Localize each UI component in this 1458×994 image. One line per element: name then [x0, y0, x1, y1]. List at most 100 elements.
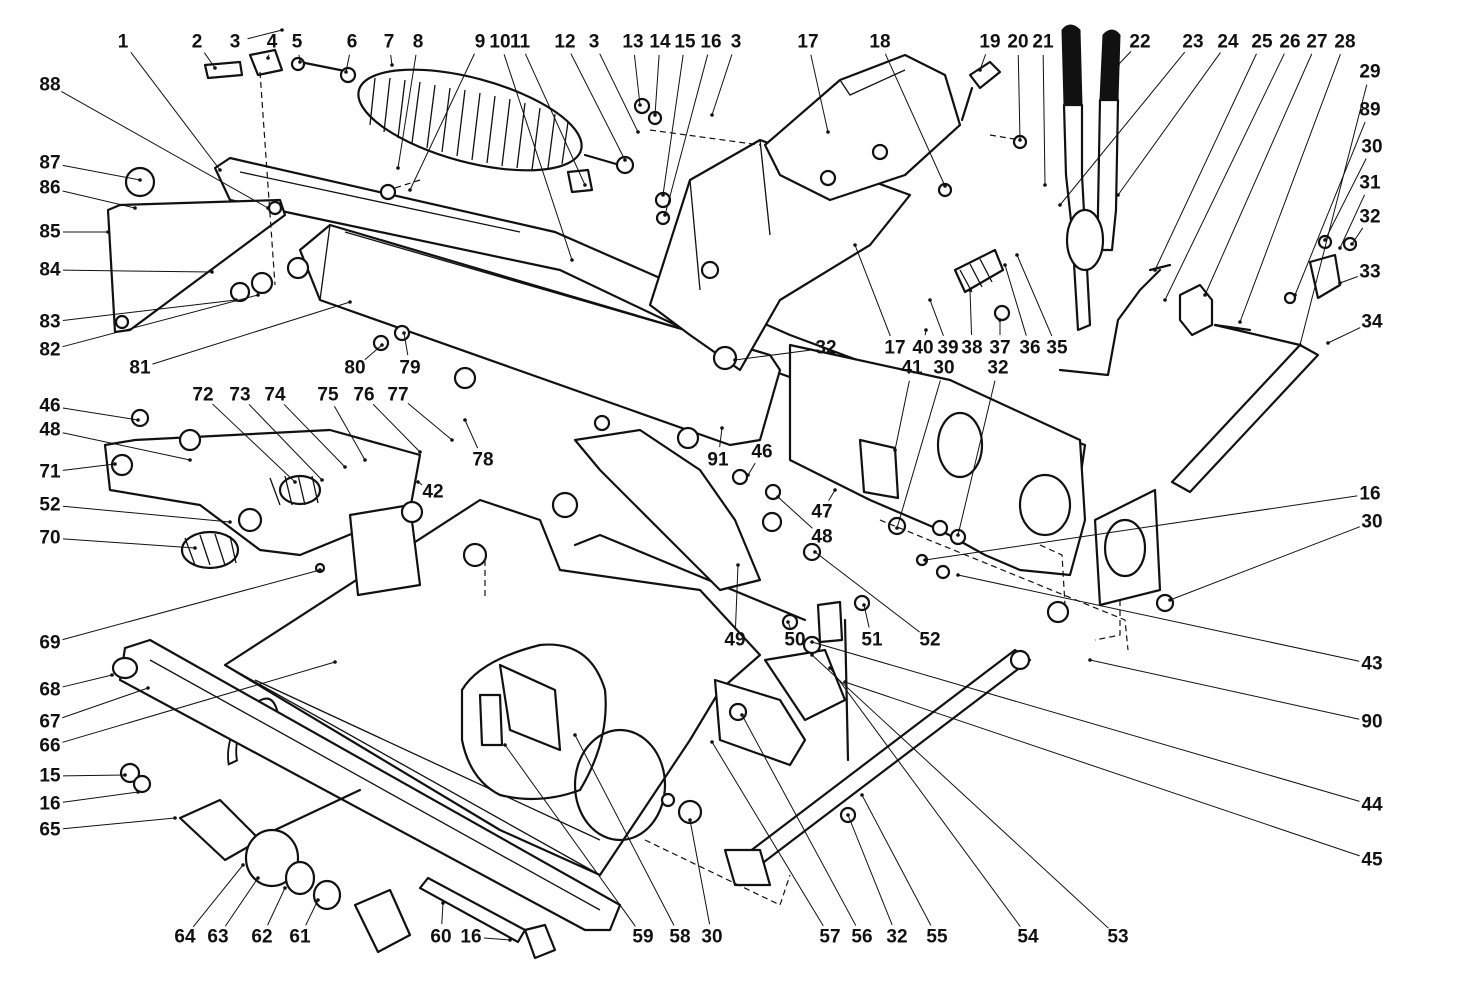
- return-spring: [953, 248, 1005, 294]
- callout-number: 51: [861, 630, 883, 651]
- callout-49: 49: [724, 563, 746, 651]
- callout-34: 34: [1326, 312, 1383, 345]
- leader-line: [397, 54, 417, 169]
- callout-number: 90: [1361, 712, 1382, 733]
- leader-line: [719, 427, 723, 448]
- leader-dot: [408, 188, 412, 192]
- leader-dot: [710, 740, 714, 744]
- callout-number: 32: [1359, 207, 1380, 228]
- leader-dot: [853, 243, 857, 247]
- leader-line: [711, 741, 824, 927]
- callout-84: 84: [39, 260, 214, 281]
- leader-line: [503, 54, 573, 261]
- leader-dot: [1298, 343, 1302, 347]
- leader-dot: [390, 63, 394, 67]
- callout-16b: 16: [923, 484, 1381, 562]
- callout-90: 90: [1088, 658, 1383, 733]
- callout-number: 13: [622, 32, 643, 53]
- leader-line: [811, 641, 1360, 802]
- callout-8: 8: [396, 32, 423, 170]
- leader-line: [62, 791, 139, 803]
- callout-number: 16: [700, 32, 721, 53]
- leader-line: [62, 294, 259, 348]
- callout-30c: 30: [1168, 512, 1383, 602]
- leader-line: [847, 814, 893, 926]
- leader-dot: [283, 886, 287, 890]
- callout-48a: 48: [39, 420, 192, 462]
- callout-number: 71: [39, 462, 61, 483]
- leader-dot: [1338, 246, 1342, 250]
- leader-dot: [862, 603, 866, 607]
- callout-52b: 52: [813, 550, 941, 651]
- leader-dot: [746, 473, 750, 477]
- leader-line: [854, 244, 891, 337]
- callout-17a: 17: [797, 32, 830, 134]
- callout-91: 91: [707, 426, 729, 471]
- leader-dot: [318, 568, 322, 572]
- callout-36: 36: [1003, 263, 1041, 359]
- leader-dot: [943, 184, 947, 188]
- side-plate: [788, 343, 1087, 577]
- callout-number: 10: [489, 32, 510, 53]
- leader-line: [664, 54, 709, 216]
- leader-line: [333, 406, 366, 461]
- callout-number: 45: [1361, 850, 1383, 871]
- leader-dot: [450, 438, 454, 442]
- leader-dot: [978, 68, 982, 72]
- leader-dot: [1088, 658, 1092, 662]
- callout-number: 83: [39, 312, 60, 333]
- callout-3b: 3: [589, 32, 640, 134]
- leader-dot: [146, 686, 150, 690]
- callout-46a: 46: [39, 396, 140, 422]
- leader-line: [747, 462, 756, 476]
- callout-13: 13: [622, 32, 644, 107]
- callout-69: 69: [39, 568, 322, 654]
- leader-dot: [1293, 293, 1297, 297]
- callout-12: 12: [554, 32, 627, 162]
- leader-dot: [736, 563, 740, 567]
- leader-dot: [218, 168, 222, 172]
- callout-number: 1: [118, 32, 129, 53]
- callout-number: 57: [819, 927, 840, 948]
- leader-line: [829, 667, 1021, 927]
- leader-line: [1004, 264, 1027, 336]
- callout-number: 41: [901, 358, 923, 379]
- leader-line: [1294, 121, 1366, 296]
- callout-41: 41: [893, 358, 923, 452]
- leader-dot: [924, 328, 928, 332]
- callout-58: 58: [573, 733, 691, 948]
- callout-17b: 17: [853, 243, 906, 359]
- callout-number: 3: [230, 32, 241, 53]
- callout-number: 19: [979, 32, 1000, 53]
- callout-38: 38: [961, 288, 983, 359]
- leader-dot: [266, 56, 270, 60]
- callout-9: 9: [408, 32, 485, 192]
- callout-54: 54: [828, 666, 1039, 948]
- callout-number: 5: [292, 32, 303, 53]
- callout-number: 42: [422, 482, 443, 503]
- callout-82: 82: [39, 293, 260, 361]
- leader-dot: [810, 640, 814, 644]
- callout-66: 66: [39, 660, 337, 757]
- callout-number: 74: [264, 385, 286, 406]
- callout-63: 63: [207, 876, 260, 948]
- leader-dot: [228, 520, 232, 524]
- leader-line: [1299, 84, 1368, 346]
- callout-number: 32: [987, 358, 1008, 379]
- callout-32b: 32: [733, 338, 837, 362]
- leader-line: [441, 902, 444, 925]
- leader-dot: [136, 790, 140, 794]
- callout-number: 31: [1359, 173, 1381, 194]
- leader-dot: [333, 660, 337, 664]
- leader-dot: [710, 113, 714, 117]
- callout-number: 63: [207, 927, 228, 948]
- leader-line: [1059, 51, 1186, 206]
- callout-11: 11: [510, 32, 587, 187]
- leader-line: [283, 403, 346, 468]
- compression-spring: [269, 474, 322, 506]
- callout-25: 25: [1153, 32, 1273, 272]
- leader-line: [1117, 51, 1132, 66]
- leader-dot: [1153, 268, 1157, 272]
- callout-number: 36: [1019, 338, 1040, 359]
- callout-1: 1: [118, 32, 222, 172]
